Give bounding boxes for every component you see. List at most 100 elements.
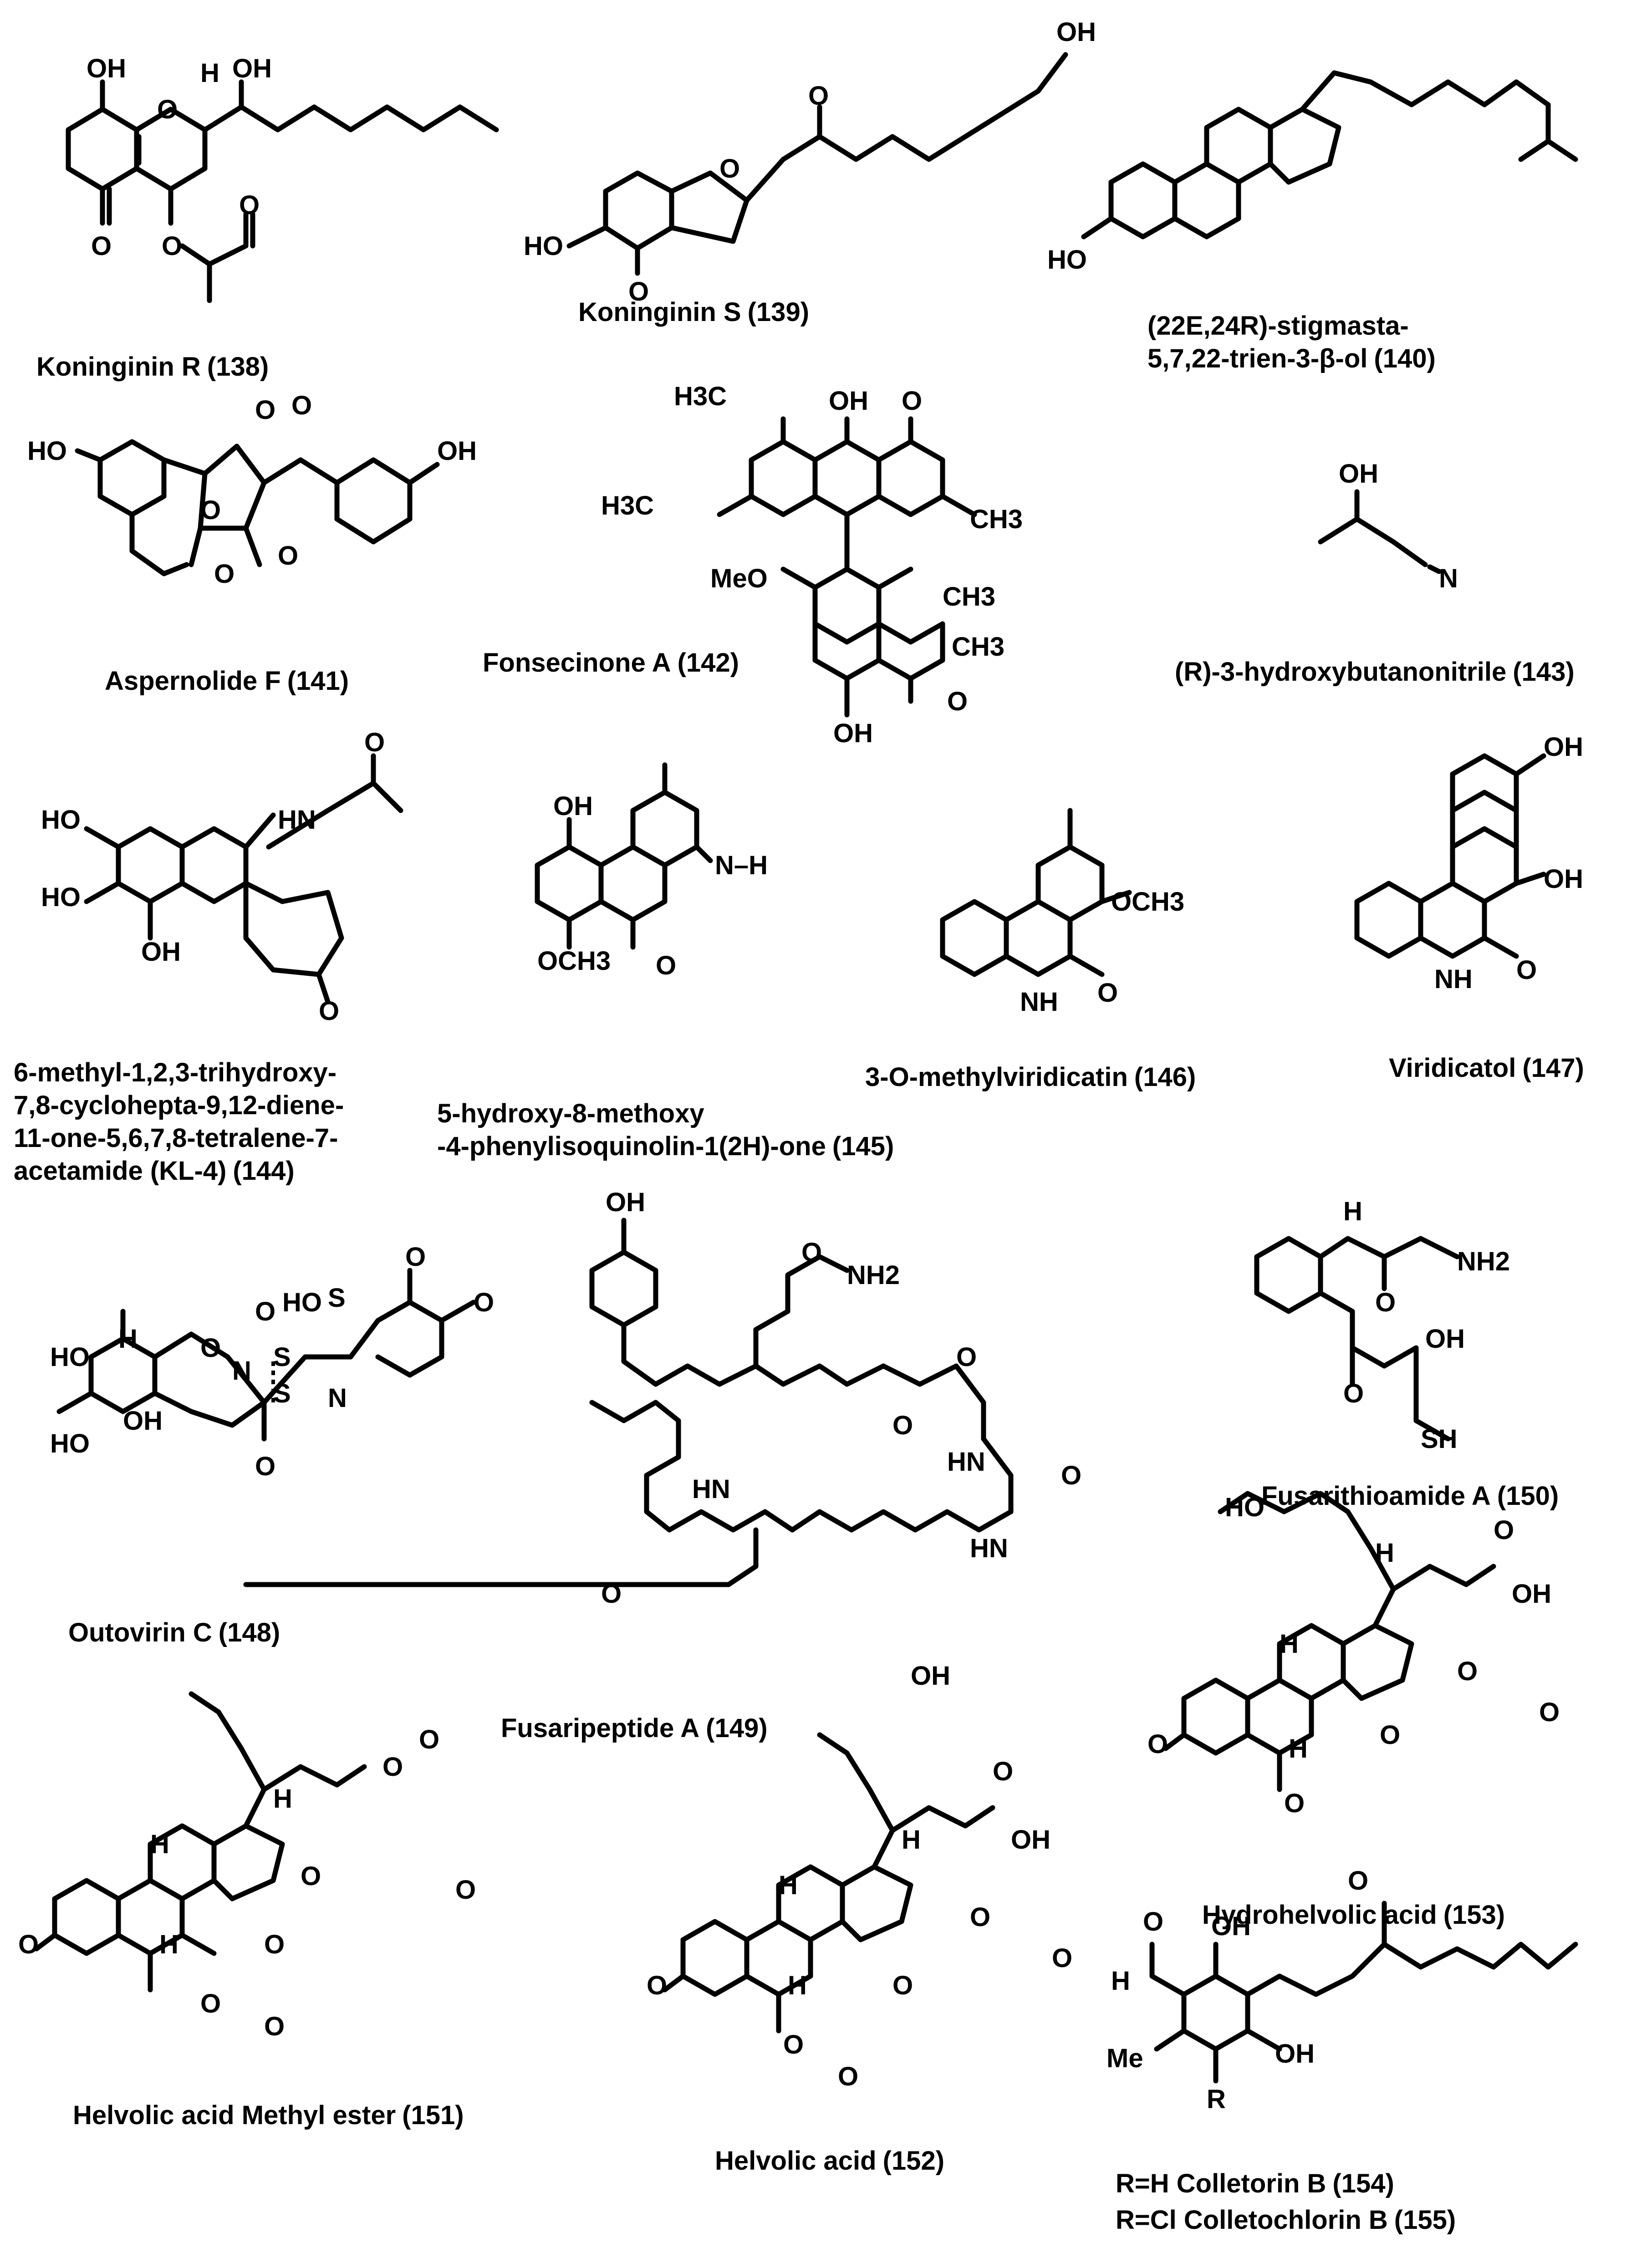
compound-name-line3: 11-one-5,6,7,8-tetralene-7- bbox=[14, 1123, 338, 1153]
compound-name: Fusaripeptide A bbox=[501, 1713, 700, 1743]
atom-label: H bbox=[159, 1930, 178, 1959]
compound-number: (139) bbox=[747, 297, 810, 327]
structure-147: OH OH NH O bbox=[1354, 732, 1583, 994]
atom-label: O bbox=[656, 951, 676, 980]
atom-label: O bbox=[255, 1297, 275, 1326]
structure-146: OCH3 NH O bbox=[940, 808, 1184, 1017]
caption-151: Helvolic acid Methyl ester(151) bbox=[73, 2099, 464, 2132]
atom-label: H bbox=[200, 58, 219, 88]
caption-150: Fusarithioamide A(150) bbox=[1261, 1480, 1559, 1513]
atom-label: N bbox=[232, 1356, 251, 1386]
structure-151: O H H O O O O O H O O bbox=[18, 1691, 476, 2041]
compound-number: (146) bbox=[1134, 1062, 1196, 1092]
caption-145: 5-hydroxy-8-methoxy -4-phenylisoquinolin… bbox=[437, 1097, 894, 1163]
atom-label: OH bbox=[1339, 459, 1378, 489]
compound-name: Hydrohelvolic acid bbox=[1202, 1900, 1437, 1930]
atom-label: OH bbox=[123, 1406, 163, 1436]
atom-label: O bbox=[405, 1242, 426, 1272]
atom-label: O bbox=[200, 495, 221, 525]
atom-label: CH3 bbox=[943, 582, 995, 612]
atom-label: HO bbox=[41, 882, 81, 912]
atom-label: O bbox=[956, 1342, 977, 1372]
atom-label: O bbox=[801, 1238, 822, 1267]
atom-label: O bbox=[474, 1288, 494, 1317]
atom-label: HN bbox=[947, 1447, 985, 1477]
compound-name: Fusarithioamide A bbox=[1261, 1481, 1491, 1511]
atom-label: O bbox=[364, 728, 385, 757]
atom-label: O bbox=[255, 395, 275, 425]
atom-label: O bbox=[301, 1861, 321, 1891]
atom-label: OH bbox=[829, 386, 868, 416]
compound-name-line2: 5,7,22-trien-3-β-ol bbox=[1147, 344, 1368, 373]
caption-146: 3-O-methylviridicatin(146) bbox=[865, 1061, 1196, 1094]
atom-label: O bbox=[1143, 1907, 1163, 1937]
atom-label: O bbox=[993, 1757, 1013, 1786]
caption-152: Helvolic acid(152) bbox=[715, 2145, 944, 2177]
structure-140: HO bbox=[1047, 70, 1578, 275]
atom-label: N bbox=[328, 1383, 347, 1413]
compound-number: (154) bbox=[1332, 2169, 1394, 2198]
compound-number: (141) bbox=[287, 666, 349, 696]
structure-142: H3C OH O H3C CH3 MeO CH3 CH3 OH O bbox=[601, 382, 1023, 748]
atom-label: O bbox=[1380, 1720, 1400, 1750]
atom-label: O bbox=[1494, 1515, 1514, 1545]
atom-label: H bbox=[1280, 1629, 1299, 1659]
atom-label: O bbox=[18, 1930, 39, 1959]
atom-label: O bbox=[1147, 1729, 1168, 1759]
compound-number: (142) bbox=[677, 648, 739, 678]
compound-name: R=H Colletorin B bbox=[1116, 2169, 1326, 2198]
atom-label: OH bbox=[87, 54, 126, 83]
atom-label: OH bbox=[1211, 1911, 1251, 1941]
atom-label: O bbox=[157, 95, 178, 124]
atom-label: O bbox=[947, 687, 968, 716]
atom-label: H bbox=[788, 1971, 807, 2000]
atom-label: O bbox=[1516, 955, 1537, 985]
atom-label: HO bbox=[282, 1288, 322, 1317]
atom-label: S bbox=[273, 1342, 291, 1372]
atom-label: OH bbox=[141, 937, 181, 967]
atom-label: O bbox=[319, 996, 339, 1026]
atom-label: NH bbox=[1434, 964, 1473, 994]
atom-label: OH bbox=[911, 1661, 950, 1691]
atom-label: O bbox=[1457, 1657, 1478, 1686]
structure-150: H NH2 O OH O SH bbox=[1254, 1197, 1510, 1454]
atom-label: HN bbox=[692, 1474, 730, 1504]
compound-number: (153) bbox=[1443, 1900, 1505, 1930]
atom-label: OH bbox=[1275, 2039, 1315, 2069]
structure-144: HO HO OH HN O O bbox=[41, 728, 403, 1026]
atom-label: OH bbox=[606, 1188, 645, 1217]
compound-number: (143) bbox=[1513, 657, 1575, 687]
atom-label: OH bbox=[1544, 732, 1583, 762]
structure-145: OH N–H O OCH3 bbox=[535, 762, 768, 980]
compound-name: 6-methyl-1,2,3-trihydroxy- bbox=[14, 1058, 337, 1087]
caption-147: Viridicatol(147) bbox=[1389, 1052, 1584, 1085]
atom-label: H bbox=[779, 1871, 798, 1900]
atom-label: HO bbox=[1047, 245, 1087, 275]
atom-label: O bbox=[1284, 1789, 1305, 1818]
compound-name: Helvolic acid Methyl ester bbox=[73, 2100, 396, 2130]
atom-label: O bbox=[382, 1752, 403, 1782]
atom-label: O bbox=[278, 541, 298, 571]
caption-142: Fonsecinone A(142) bbox=[483, 647, 739, 679]
caption-154: R=H Colletorin B(154) bbox=[1116, 2167, 1394, 2200]
atom-label: H3C bbox=[601, 491, 654, 520]
atom-label: HN bbox=[278, 805, 316, 835]
compound-number: (155) bbox=[1394, 2205, 1456, 2235]
atom-label: HN bbox=[970, 1534, 1008, 1563]
compound-number: (147) bbox=[1522, 1053, 1584, 1083]
atom-label: HO bbox=[27, 436, 67, 466]
atom-label: O bbox=[264, 2012, 285, 2041]
structure-148: HO H O N O S S S N O HO OH HO O O bbox=[50, 1242, 494, 1481]
compound-name: Helvolic acid bbox=[715, 2146, 877, 2176]
atom-label: Me bbox=[1106, 2044, 1143, 2073]
compound-name-line2: 7,8-cyclohepta-9,12-diene- bbox=[14, 1091, 344, 1120]
caption-141: Aspernolide F(141) bbox=[105, 665, 349, 698]
atom-label: S bbox=[273, 1379, 291, 1408]
atom-label: O bbox=[970, 1902, 990, 1932]
atom-label: OCH3 bbox=[537, 946, 611, 976]
atom-label: O bbox=[647, 1971, 667, 2000]
compound-name: R=Cl Colletochlorin B bbox=[1116, 2205, 1388, 2235]
structure-139: O O OH HO O bbox=[524, 17, 1096, 306]
atom-label: O bbox=[1375, 1288, 1396, 1317]
atom-label: CH3 bbox=[952, 632, 1004, 662]
